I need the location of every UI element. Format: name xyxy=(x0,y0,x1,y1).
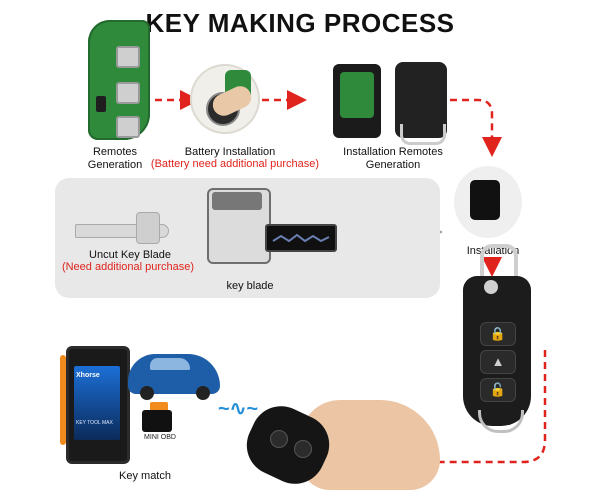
uncut-blade-head xyxy=(136,212,160,244)
lock-icon xyxy=(270,430,288,448)
car-wheel xyxy=(140,386,154,400)
machine-top xyxy=(212,192,262,210)
housing-pcb xyxy=(340,72,374,118)
tablet-screen xyxy=(74,366,120,440)
car-window xyxy=(150,358,190,370)
car-wheel xyxy=(196,386,210,400)
trunk-icon xyxy=(294,440,312,458)
label-uncut-note: (Need additional purchase) xyxy=(61,261,195,273)
label-key-blade: key blade xyxy=(226,280,274,292)
installation-key xyxy=(470,180,500,220)
mini-obd-device xyxy=(142,410,172,432)
flip-key-blade xyxy=(480,244,518,284)
tablet-brand: Xhorse xyxy=(76,372,100,379)
pcb-button xyxy=(116,82,140,104)
blade-zoom-inset xyxy=(265,224,337,252)
label-key-match: Key match xyxy=(119,470,171,482)
label-battery-installation: Battery Installation xyxy=(184,146,276,158)
label-mini-obd: MINI OBD xyxy=(144,434,176,441)
label-installation-remotes: Installation Remotes Generation xyxy=(343,146,443,171)
signal-wave-icon: ~∿~ xyxy=(218,398,259,420)
tablet-side-accent xyxy=(60,355,66,445)
pcb-button xyxy=(116,46,140,68)
label-remotes-generation: Remotes Generation xyxy=(87,146,143,171)
lock-icon: 🔒 xyxy=(480,322,516,346)
arrow-key-to-match xyxy=(415,350,547,472)
obd-connector xyxy=(150,402,168,412)
arrow-housing-to-install xyxy=(450,98,502,157)
housing-blade-ring xyxy=(400,124,446,145)
flip-release-button xyxy=(484,280,498,294)
label-uncut-key-blade: Uncut Key Blade xyxy=(89,249,171,261)
pcb-button xyxy=(116,116,140,138)
unlock-icon: 🔓 xyxy=(480,378,516,402)
label-battery-note: (Battery need additional purchase) xyxy=(150,158,320,170)
tablet-model-text: KEY TOOL MAX xyxy=(76,420,113,426)
pcb-chip xyxy=(96,96,106,112)
trunk-icon: ▲ xyxy=(480,350,516,374)
page-title: KEY MAKING PROCESS xyxy=(145,8,455,38)
